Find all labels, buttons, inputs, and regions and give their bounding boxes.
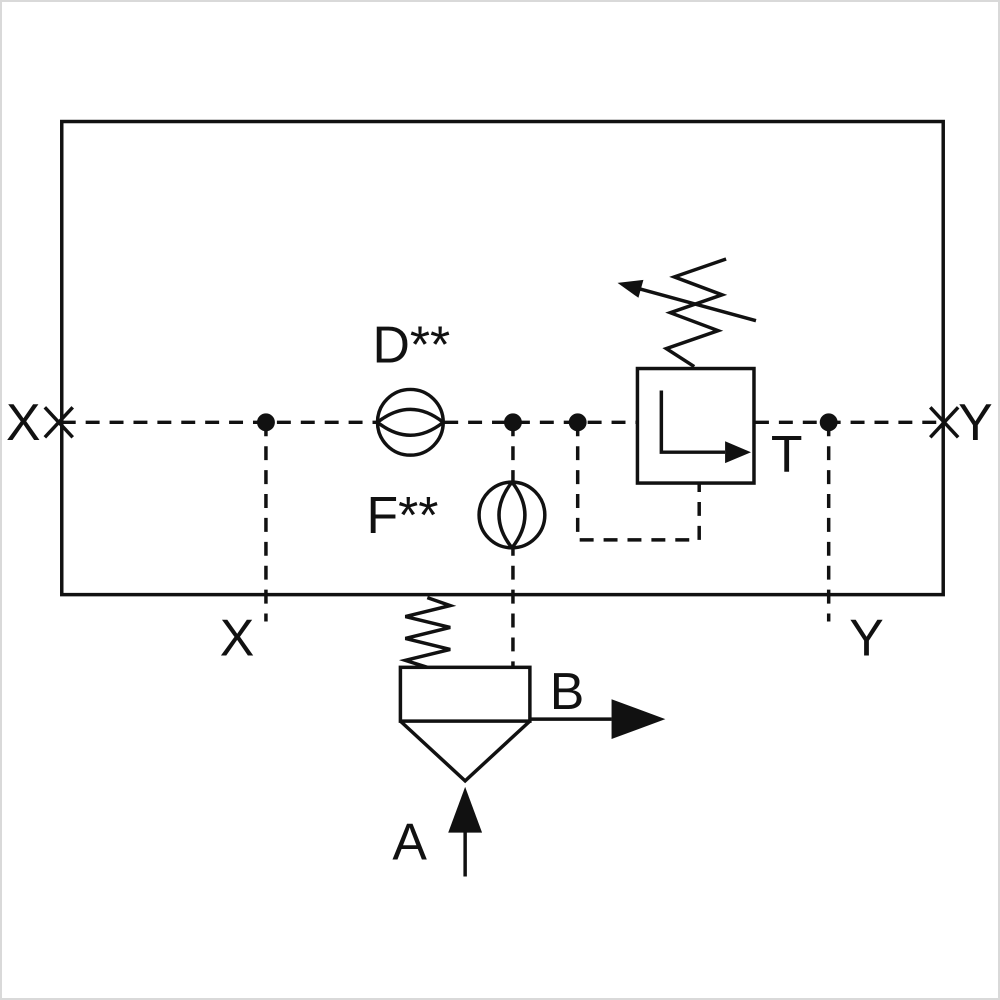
spring-adjustment-arrowhead-icon: [617, 279, 644, 298]
orifice-d-circle: [375, 387, 445, 457]
junction-dot: [819, 413, 838, 432]
plug-cross-right-stroke: [928, 406, 960, 439]
port-b-arrowhead-icon: [611, 699, 666, 740]
port-a-label: A: [392, 813, 427, 871]
orifice-f-arc-right: [510, 480, 527, 549]
plug-cross-left-icon: [43, 406, 74, 439]
pilot-relief-valve-body: [635, 366, 756, 485]
main-cartridge-valve: [398, 595, 532, 784]
port-y-right-label: Y: [958, 393, 993, 451]
port-a-arrowhead-icon: [448, 786, 483, 833]
relief-spring-icon: [662, 257, 728, 369]
port-a-arrow: [448, 786, 483, 877]
pilot-relief-flow-path: [659, 390, 726, 454]
junction-dot: [568, 413, 587, 432]
spring-adjustment-arrow-shaft: [638, 287, 757, 323]
tank-port-label: T: [771, 425, 803, 483]
plug-cross-right-icon: [928, 406, 960, 439]
port-x-left-label: X: [6, 393, 41, 451]
plug-cross-left-stroke: [43, 406, 74, 439]
valve-housing-boundary: [60, 119, 945, 597]
orifice-d-label: D**: [373, 316, 451, 374]
port-b-arrow: [529, 699, 666, 740]
orifice-d-symbol: [375, 387, 445, 457]
main-valve-body: [398, 665, 532, 723]
orifice-f-circle: [477, 480, 547, 550]
main-valve-poppet-seat: [399, 719, 532, 784]
pilot-relief-flow-arrowhead-icon: [725, 441, 751, 464]
junction-dot: [503, 413, 522, 432]
orifice-d-arc-top: [376, 407, 445, 424]
pilot-feedback-line: [575, 422, 701, 542]
port-b-label: B: [550, 662, 585, 720]
junction-dot: [256, 413, 275, 432]
orifice-f-arc-left: [497, 480, 514, 549]
port-x-bottom-label: X: [220, 608, 255, 666]
main-valve-spring-icon: [398, 595, 457, 669]
orifice-d-arc-bottom: [376, 420, 445, 437]
orifice-f-label: F**: [367, 486, 439, 544]
orifice-f-symbol: [477, 480, 547, 550]
port-y-bottom-label: Y: [849, 608, 884, 666]
